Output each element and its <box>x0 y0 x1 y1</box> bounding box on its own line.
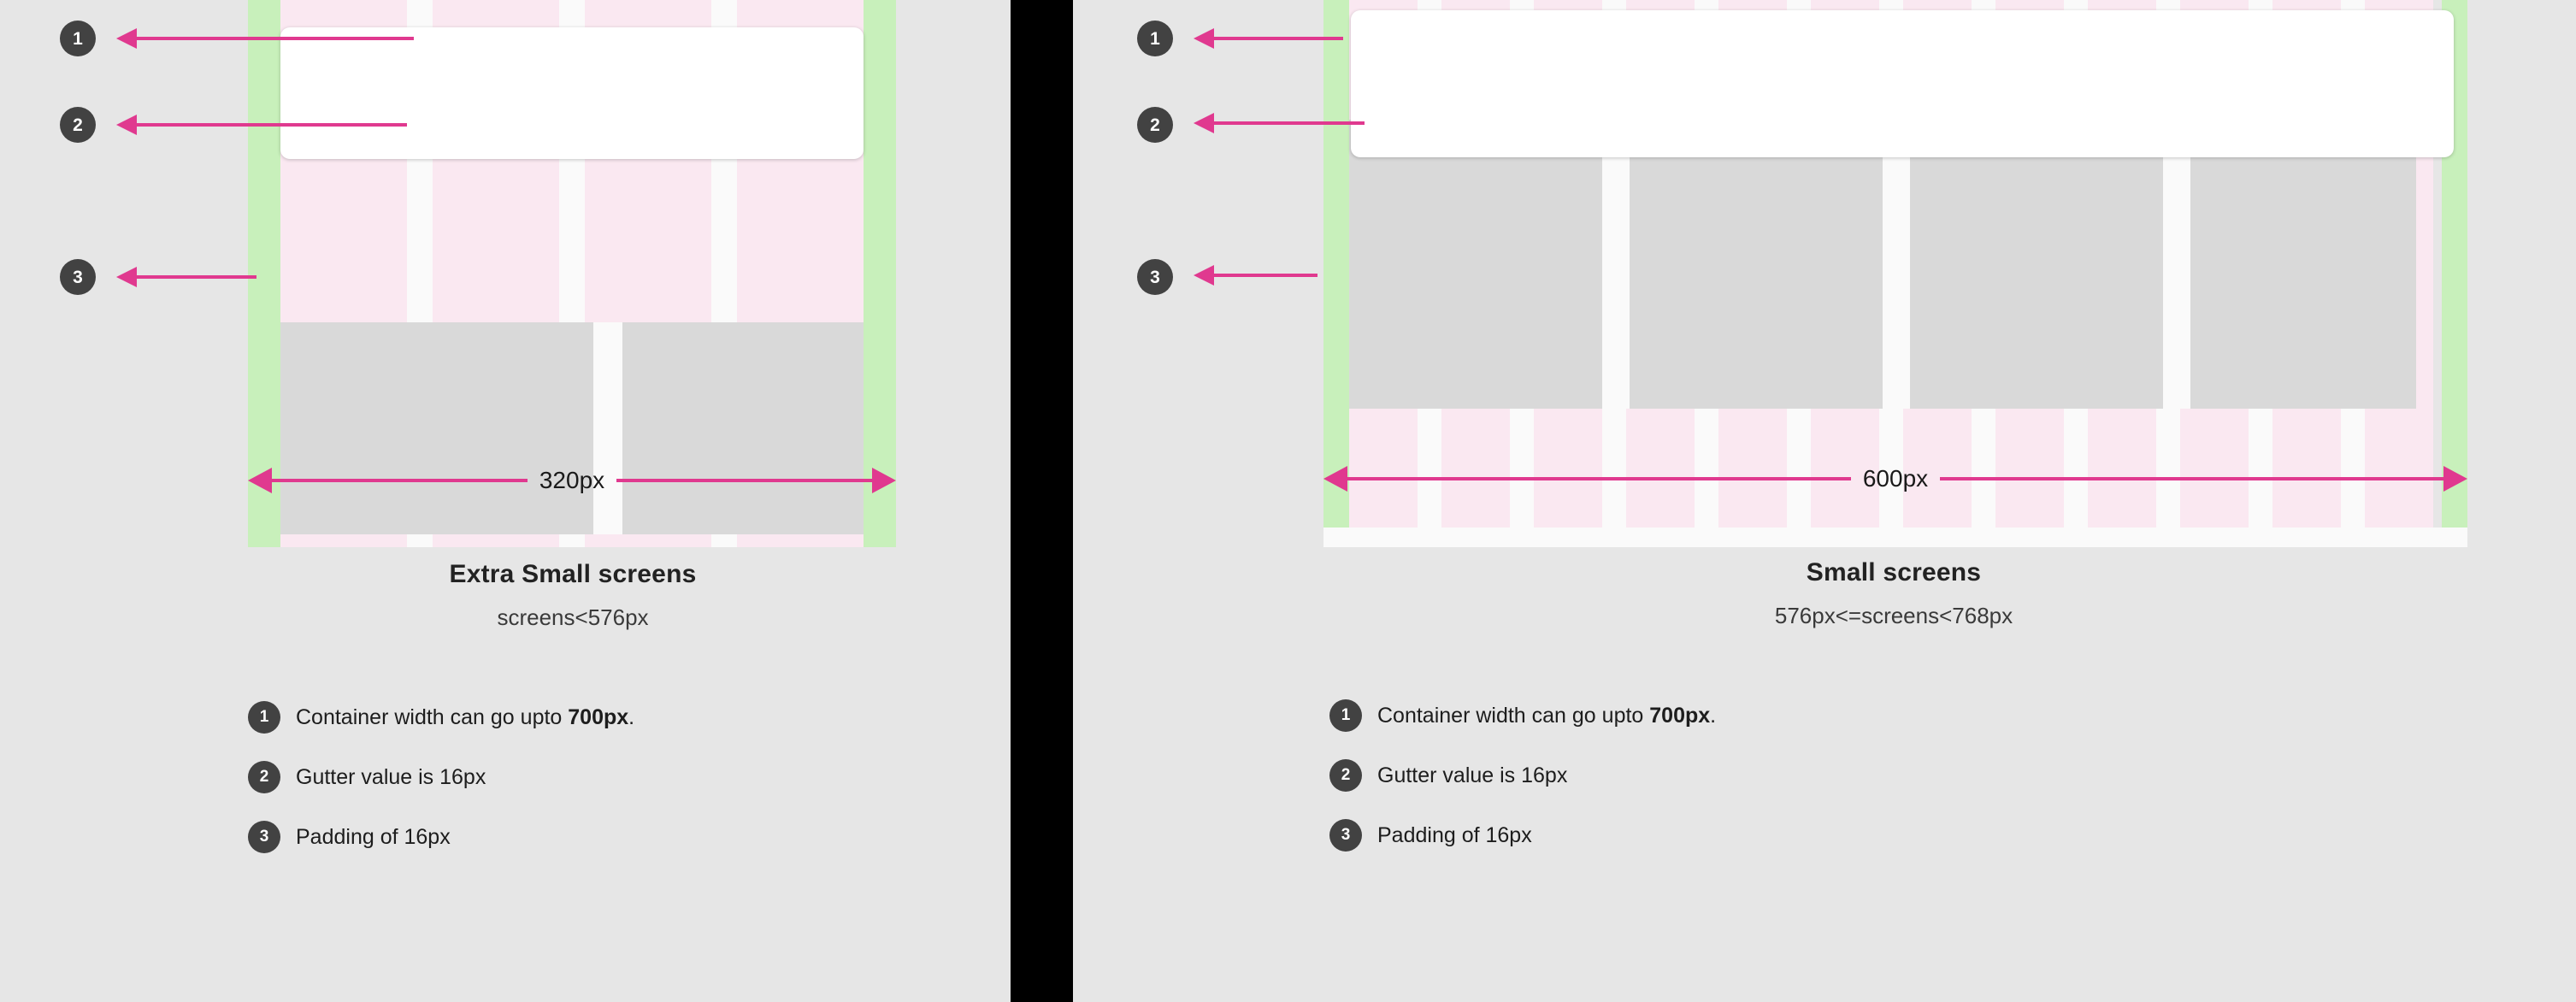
legend-text-main: Padding of 16px <box>1377 822 1532 847</box>
callout-arrow-3 <box>116 267 256 287</box>
dimension-arrowhead-right <box>872 468 897 493</box>
legend-item: 3 Padding of 16px <box>1329 819 1716 852</box>
legend-item: 2 Gutter value is 16px <box>248 761 634 793</box>
content-block <box>622 322 864 534</box>
panel-divider <box>1011 0 1073 1002</box>
content-block-gap <box>593 322 622 534</box>
footer-strip-small <box>1323 528 2467 547</box>
legend-text-suffix: . <box>628 704 635 729</box>
dimension-arrowhead-right <box>2443 466 2468 492</box>
legend-text-main: Gutter value is 16px <box>296 764 486 789</box>
legend-text-emphasis: 700px <box>1649 703 1711 728</box>
content-block-gap <box>2163 120 2190 409</box>
caption-small: Small screens 576px<=screens<768px <box>1295 558 2492 629</box>
callout-arrow-1 <box>116 28 414 49</box>
dimension-line-left <box>272 479 528 482</box>
legend-extra-small: 1 Container width can go upto 700px. 2 G… <box>248 701 634 881</box>
callout-arrow-3 <box>1194 265 1317 286</box>
legend-text: Gutter value is 16px <box>1377 763 1567 788</box>
callout-badge-2: 2 <box>60 107 96 143</box>
legend-text: Gutter value is 16px <box>296 765 486 790</box>
dimension-line-left <box>1347 477 1851 480</box>
content-block <box>1630 120 1883 409</box>
legend-text: Padding of 16px <box>1377 823 1532 848</box>
legend-text-suffix: . <box>1710 703 1717 728</box>
callout-arrow-2 <box>116 115 407 135</box>
legend-item: 2 Gutter value is 16px <box>1329 759 1716 792</box>
legend-small: 1 Container width can go upto 700px. 2 G… <box>1329 699 1716 879</box>
panel-extra-small: 1 2 3 320px Extra Small screens screens<… <box>0 0 1011 1002</box>
panel-range-small: 576px<=screens<768px <box>1774 603 2013 628</box>
dimension-arrow-extra-small: 320px <box>248 467 897 493</box>
callout-badge-1: 1 <box>60 21 96 56</box>
callout-badge-3: 3 <box>60 259 96 295</box>
legend-badge: 3 <box>1329 819 1362 852</box>
padding-strip-right <box>864 0 896 547</box>
padding-strip-left <box>1323 0 1349 547</box>
container-card-small <box>1351 10 2454 157</box>
content-block-gap <box>1883 120 1910 409</box>
callout-badge-1: 1 <box>1137 21 1173 56</box>
content-block <box>1910 120 2163 409</box>
legend-item: 3 Padding of 16px <box>248 821 634 853</box>
dimension-line-right <box>616 479 873 482</box>
content-block <box>1349 120 1602 409</box>
dimension-arrowhead-left <box>1323 466 1347 492</box>
panel-title-small: Small screens <box>1806 558 1982 586</box>
legend-text: Container width can go upto 700px. <box>1377 704 1716 728</box>
dimension-label-small: 600px <box>1862 465 1929 492</box>
dimension-arrow-small: 600px <box>1323 465 2468 492</box>
legend-text: Container width can go upto 700px. <box>296 705 634 730</box>
content-blocks-small <box>1349 120 2442 409</box>
legend-badge: 3 <box>248 821 280 853</box>
legend-badge: 1 <box>248 701 280 734</box>
legend-text-main: Container width can go upto <box>1377 703 1650 728</box>
legend-text-main: Padding of 16px <box>296 824 451 849</box>
legend-badge: 2 <box>1329 759 1362 792</box>
legend-item: 1 Container width can go upto 700px. <box>248 701 634 734</box>
content-blocks-extra-small <box>280 322 864 534</box>
callout-badge-2: 2 <box>1137 107 1173 143</box>
panel-small: 1 2 3 600px Small screens 576px<=screens… <box>1073 0 2576 1002</box>
content-block-gap <box>1602 120 1630 409</box>
callout-arrow-1 <box>1194 28 1343 49</box>
dimension-arrowhead-left <box>248 468 272 493</box>
legend-text-main: Container width can go upto <box>296 704 569 729</box>
legend-text-emphasis: 700px <box>568 704 629 729</box>
container-card-extra-small <box>280 27 864 159</box>
legend-badge: 1 <box>1329 699 1362 732</box>
caption-extra-small: Extra Small screens screens<576px <box>145 560 1000 631</box>
content-block <box>280 322 593 534</box>
padding-strip-left <box>248 0 280 547</box>
legend-text-main: Gutter value is 16px <box>1377 763 1568 787</box>
dimension-label-extra-small: 320px <box>539 467 605 493</box>
dimension-line-right <box>1940 477 2444 480</box>
legend-text: Padding of 16px <box>296 825 451 850</box>
legend-badge: 2 <box>248 761 280 793</box>
callout-badge-3: 3 <box>1137 259 1173 295</box>
legend-item: 1 Container width can go upto 700px. <box>1329 699 1716 732</box>
callout-arrow-2 <box>1194 113 1365 133</box>
panel-range-extra-small: screens<576px <box>497 604 649 630</box>
content-block <box>2190 120 2416 409</box>
panel-title-extra-small: Extra Small screens <box>449 560 697 588</box>
